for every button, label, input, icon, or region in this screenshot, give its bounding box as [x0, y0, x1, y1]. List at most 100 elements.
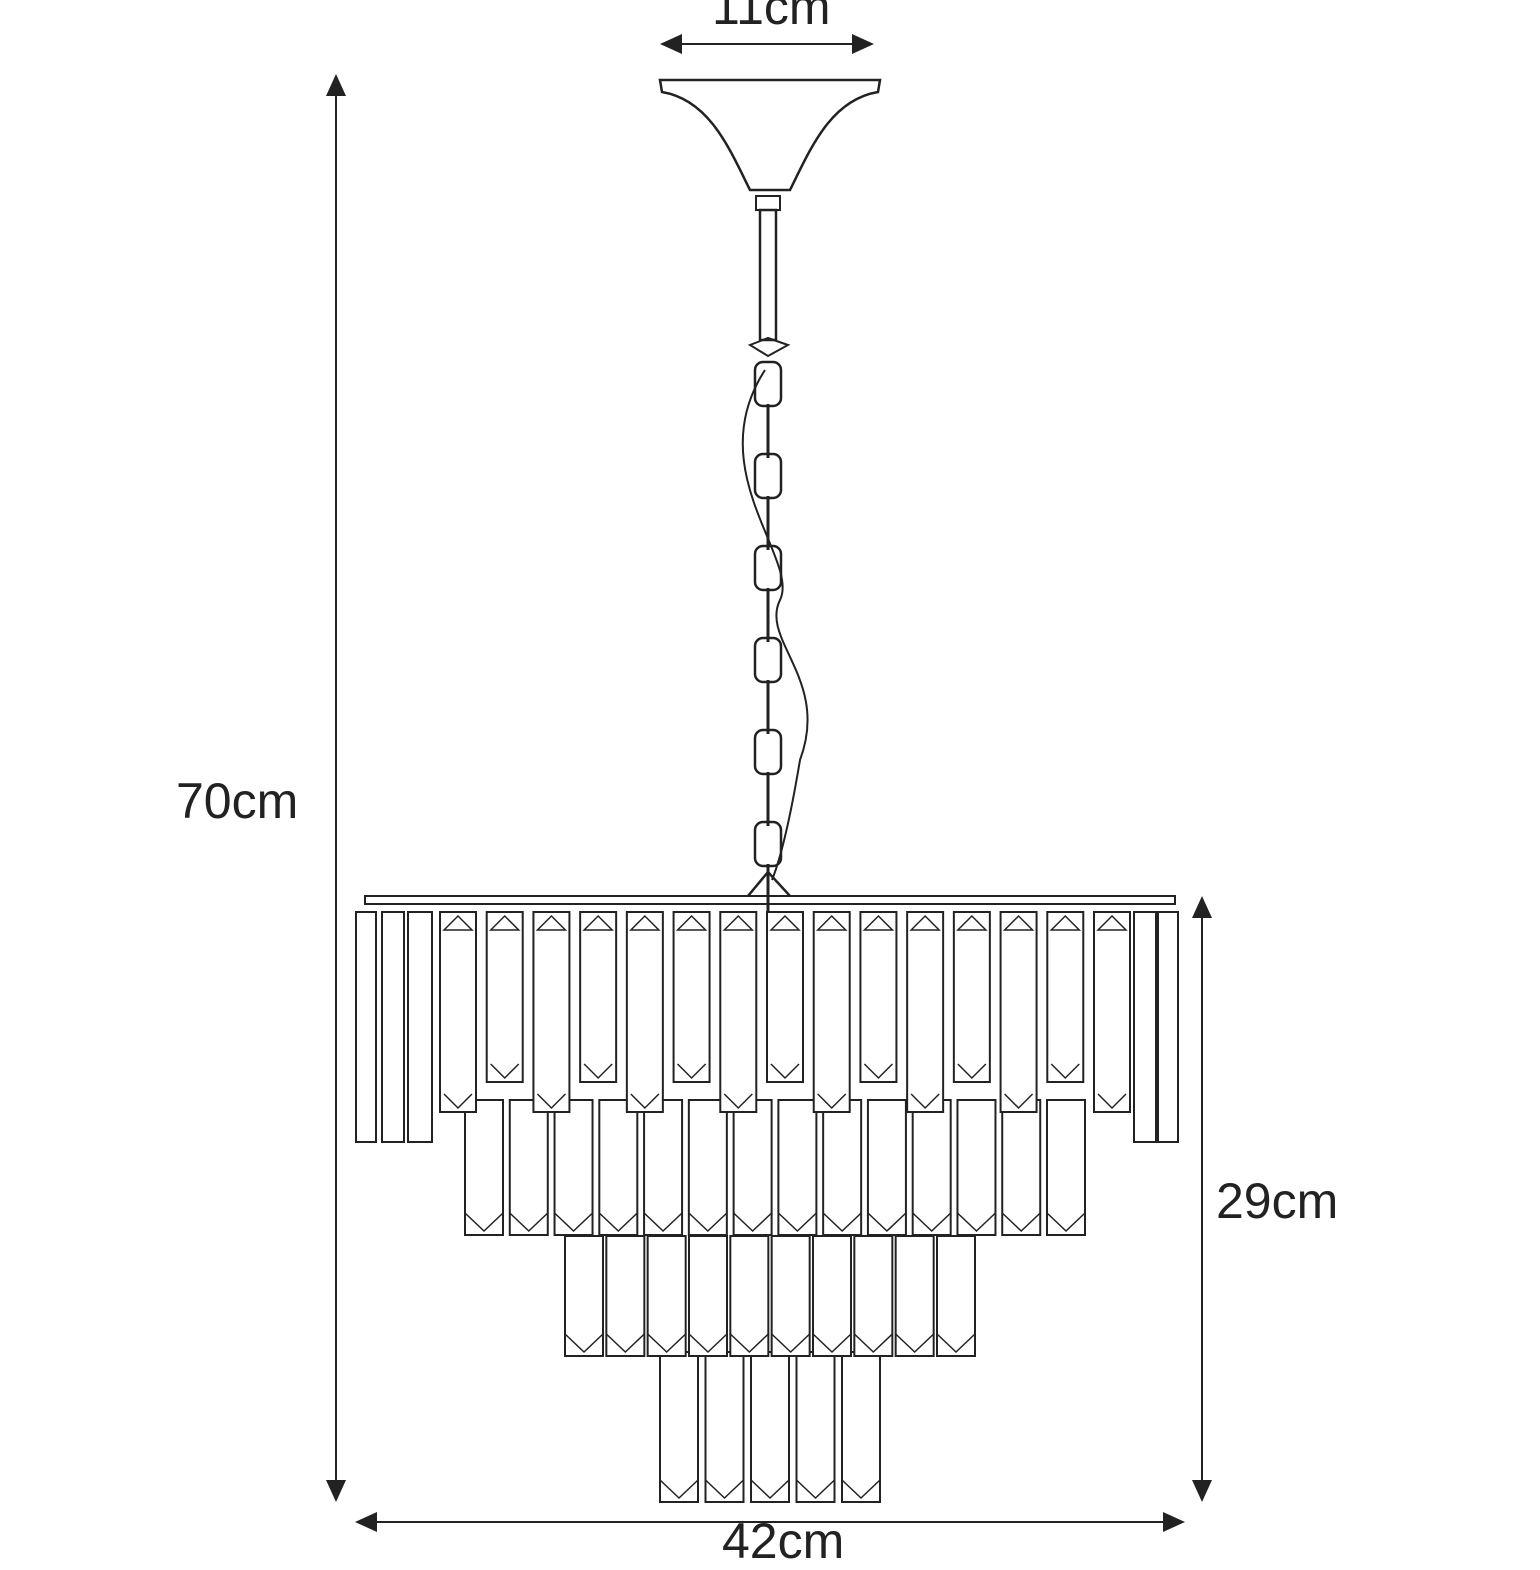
crystal-prism: [1093, 911, 1131, 1113]
crystal-facet: [1050, 1063, 1080, 1080]
crystal-facet: [1004, 1093, 1034, 1110]
body-width-label: 42cm: [722, 1513, 845, 1569]
crystal-prism: [732, 1099, 773, 1236]
chain-link: [753, 544, 783, 592]
crystal-facet: [442, 914, 474, 931]
crystal-facet: [605, 1333, 645, 1354]
power-cable: [741, 369, 809, 881]
crystal-prism: [532, 911, 571, 1113]
crystal-prism: [625, 911, 664, 1113]
crystal-facet: [895, 1333, 935, 1354]
crystal-facet: [722, 914, 755, 931]
crystal-facet: [688, 1333, 728, 1354]
crystal-prism: [579, 911, 618, 1083]
crystal-facet: [841, 1479, 881, 1500]
crystal-facet: [1046, 1212, 1086, 1233]
crystal-prism: [605, 1235, 646, 1357]
crystal-facet: [867, 1212, 907, 1233]
crystal-facet: [643, 1212, 683, 1233]
crystal-prism: [822, 1099, 863, 1236]
ceiling-canopy: [658, 78, 882, 192]
crystal-prism: [911, 1099, 952, 1236]
crystal-prism: [841, 1351, 881, 1503]
crystal-prism: [999, 911, 1038, 1113]
crystal-facet: [582, 914, 614, 931]
crystal-facet: [1096, 914, 1128, 931]
crystal-prism: [866, 1099, 907, 1236]
crystal-tiers: [355, 911, 1179, 1503]
crystal-facet: [936, 1333, 976, 1354]
crystal-facet: [675, 914, 708, 931]
crystal-prism: [956, 1099, 997, 1236]
crystal-facet: [509, 1212, 549, 1233]
crystal-facet: [817, 1093, 847, 1110]
crystal-prism: [355, 911, 377, 1143]
body-height-label: 29cm: [1216, 1173, 1339, 1229]
crystal-facet: [822, 1212, 862, 1233]
crystal-facet: [598, 1212, 638, 1233]
suspension-rod: [758, 208, 778, 342]
crystal-prism: [598, 1099, 639, 1236]
crystal-facet: [853, 1333, 893, 1354]
crystal-facet: [1001, 1212, 1041, 1233]
chain-link: [753, 360, 783, 408]
crystal-facet: [688, 1212, 728, 1233]
crystal-facet: [723, 1093, 753, 1110]
crystal-prism: [936, 1235, 976, 1357]
crystal-facet: [729, 1333, 769, 1354]
crystal-prism: [659, 1351, 699, 1503]
crystal-prism: [485, 911, 524, 1083]
crystal-facet: [443, 1093, 473, 1110]
crystal-facet: [1049, 914, 1082, 931]
crystal-prism: [688, 1235, 728, 1357]
frame-top-ring: [364, 895, 1176, 905]
crystal-facet: [630, 1093, 660, 1110]
crystal-facet: [956, 1212, 996, 1233]
crystal-prism: [906, 911, 945, 1113]
crystal-facet: [771, 1333, 811, 1354]
crystal-facet: [704, 1479, 745, 1500]
crystal-facet: [629, 914, 661, 931]
crystal-prism: [766, 911, 804, 1083]
crystal-facet: [770, 1063, 800, 1080]
chain-link: [753, 636, 783, 684]
crystal-prism: [643, 1099, 684, 1236]
canopy-nut: [755, 195, 781, 211]
crystal-prism: [564, 1235, 604, 1357]
crystal-prism: [894, 1235, 935, 1357]
crystal-prism: [381, 911, 405, 1143]
crystal-facet: [554, 1212, 594, 1233]
crystal-prism: [812, 911, 851, 1113]
crystal-prism: [853, 1235, 894, 1357]
chain-link: [753, 728, 783, 776]
crystal-facet: [909, 914, 941, 931]
crystal-prism: [1046, 911, 1085, 1083]
chain-hook: [747, 336, 791, 358]
crystal-prism: [795, 1351, 836, 1503]
crystal-prism: [1001, 1099, 1042, 1236]
crystal-facet: [1002, 914, 1035, 931]
crystal-prism: [859, 911, 898, 1083]
chain-link: [753, 452, 783, 500]
crystal-facet: [812, 1333, 852, 1354]
crystal-prism: [750, 1351, 790, 1503]
crystal-facet: [677, 1063, 707, 1080]
crystal-prism: [704, 1351, 745, 1503]
crystal-prism: [770, 1235, 811, 1357]
crystal-facet: [862, 914, 895, 931]
frame-mount: [747, 870, 791, 897]
crystal-prism: [812, 1235, 852, 1357]
canopy-width-label: 11cm: [712, 0, 831, 35]
crystal-facet: [564, 1333, 604, 1354]
crystal-facet: [1097, 1093, 1127, 1110]
crystal-prism: [553, 1099, 594, 1236]
crystal-facet: [535, 914, 568, 931]
crystal-prism: [687, 1099, 728, 1236]
crystal-facet: [956, 914, 988, 931]
crystal-prism: [407, 911, 433, 1143]
crystal-facet: [815, 914, 848, 931]
crystal-facet: [464, 1212, 504, 1233]
crystal-prism: [508, 1099, 549, 1236]
crystal-facet: [957, 1063, 987, 1080]
crystal-facet: [659, 1479, 699, 1500]
